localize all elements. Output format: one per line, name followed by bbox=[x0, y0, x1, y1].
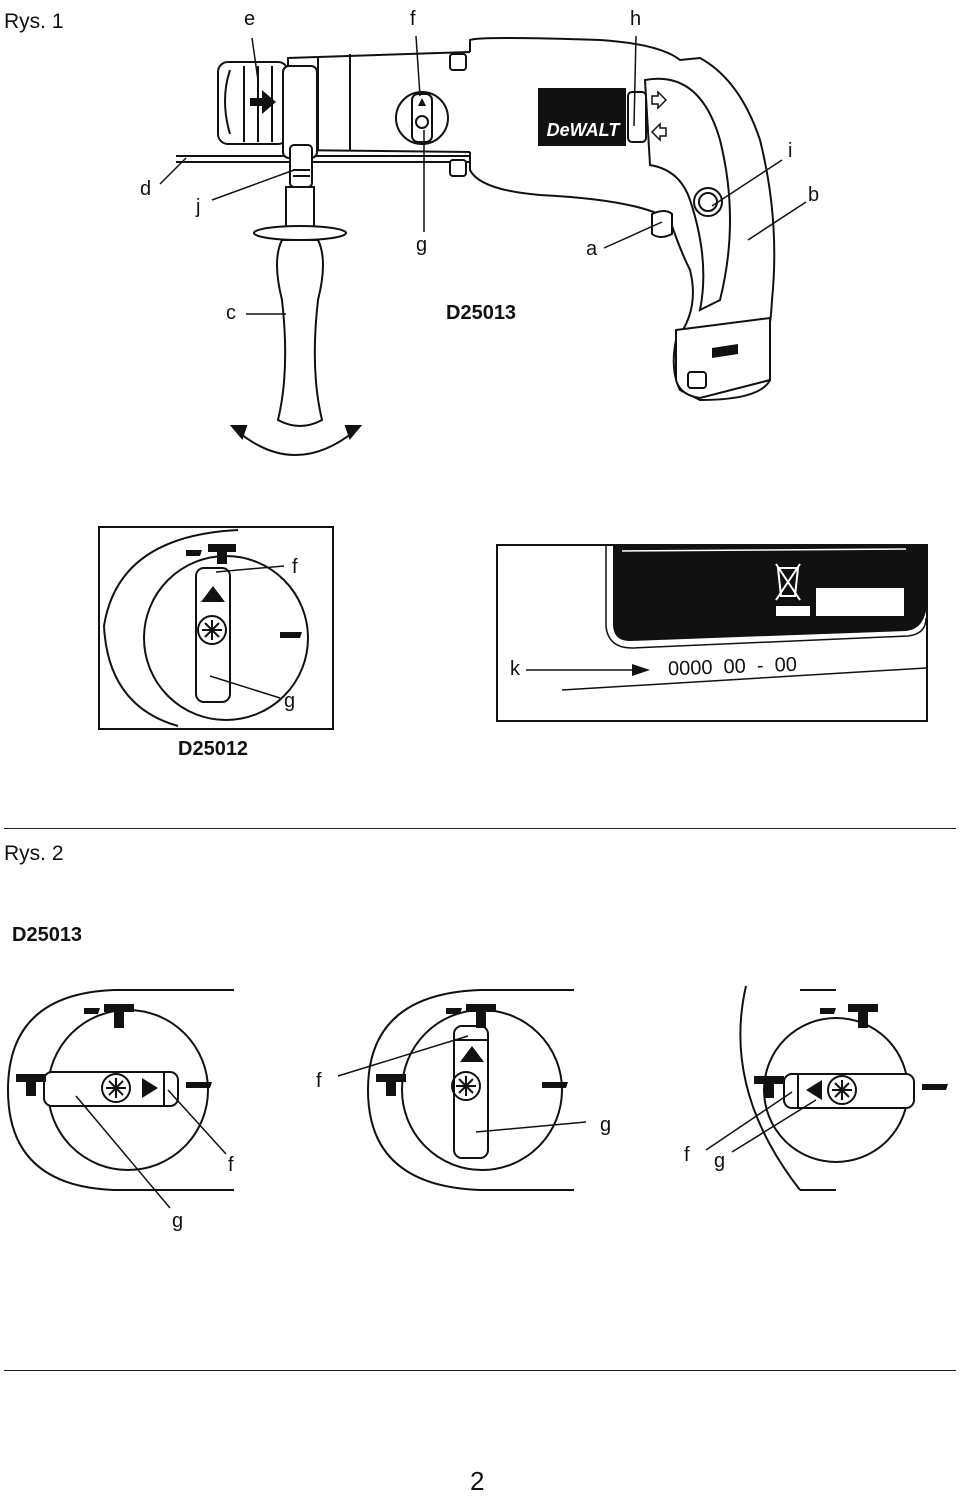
label-g: g bbox=[416, 234, 428, 256]
inset-left-label-g: g bbox=[284, 690, 296, 712]
dial-3-illustration bbox=[705, 985, 948, 1191]
dial-2-label-f: f bbox=[316, 1070, 322, 1092]
divider-bottom bbox=[4, 1370, 956, 1371]
inset-dial-d25012 bbox=[98, 526, 334, 730]
label-a: a bbox=[586, 238, 598, 260]
drill-model-label: D25013 bbox=[446, 302, 517, 324]
dial-1-label-g: g bbox=[172, 1210, 184, 1232]
label-e: e bbox=[244, 8, 256, 30]
label-i: i bbox=[788, 140, 793, 162]
label-b: b bbox=[808, 184, 820, 206]
figure-1-heading: Rys. 1 bbox=[4, 10, 64, 33]
inset-left-label-f: f bbox=[292, 556, 298, 578]
brand-logo: DeWALT bbox=[546, 120, 620, 140]
label-j: j bbox=[196, 196, 201, 218]
label-c: c bbox=[226, 302, 236, 324]
page-number: 2 bbox=[470, 1466, 485, 1496]
divider-top bbox=[4, 828, 956, 829]
dial-1-label-f: f bbox=[228, 1154, 234, 1176]
figure-2-model: D25013 bbox=[12, 924, 83, 946]
dial-3-label-f: f bbox=[684, 1144, 690, 1166]
drill-illustration bbox=[159, 35, 807, 456]
inset-left-model: D25012 bbox=[178, 738, 249, 760]
label-h: h bbox=[630, 8, 642, 30]
inset-rating-plate bbox=[496, 544, 928, 722]
dial-2-label-g: g bbox=[600, 1114, 612, 1136]
serial-number-text: 0000 00 - 00 bbox=[667, 653, 798, 681]
label-d: d bbox=[140, 178, 152, 200]
dial-1-illustration bbox=[6, 989, 234, 1209]
label-f: f bbox=[410, 8, 416, 30]
dial-2-illustration bbox=[337, 989, 587, 1191]
inset-right-label-k: k bbox=[510, 658, 520, 680]
figure-2-heading: Rys. 2 bbox=[4, 842, 64, 865]
dial-3-label-g: g bbox=[714, 1150, 726, 1172]
